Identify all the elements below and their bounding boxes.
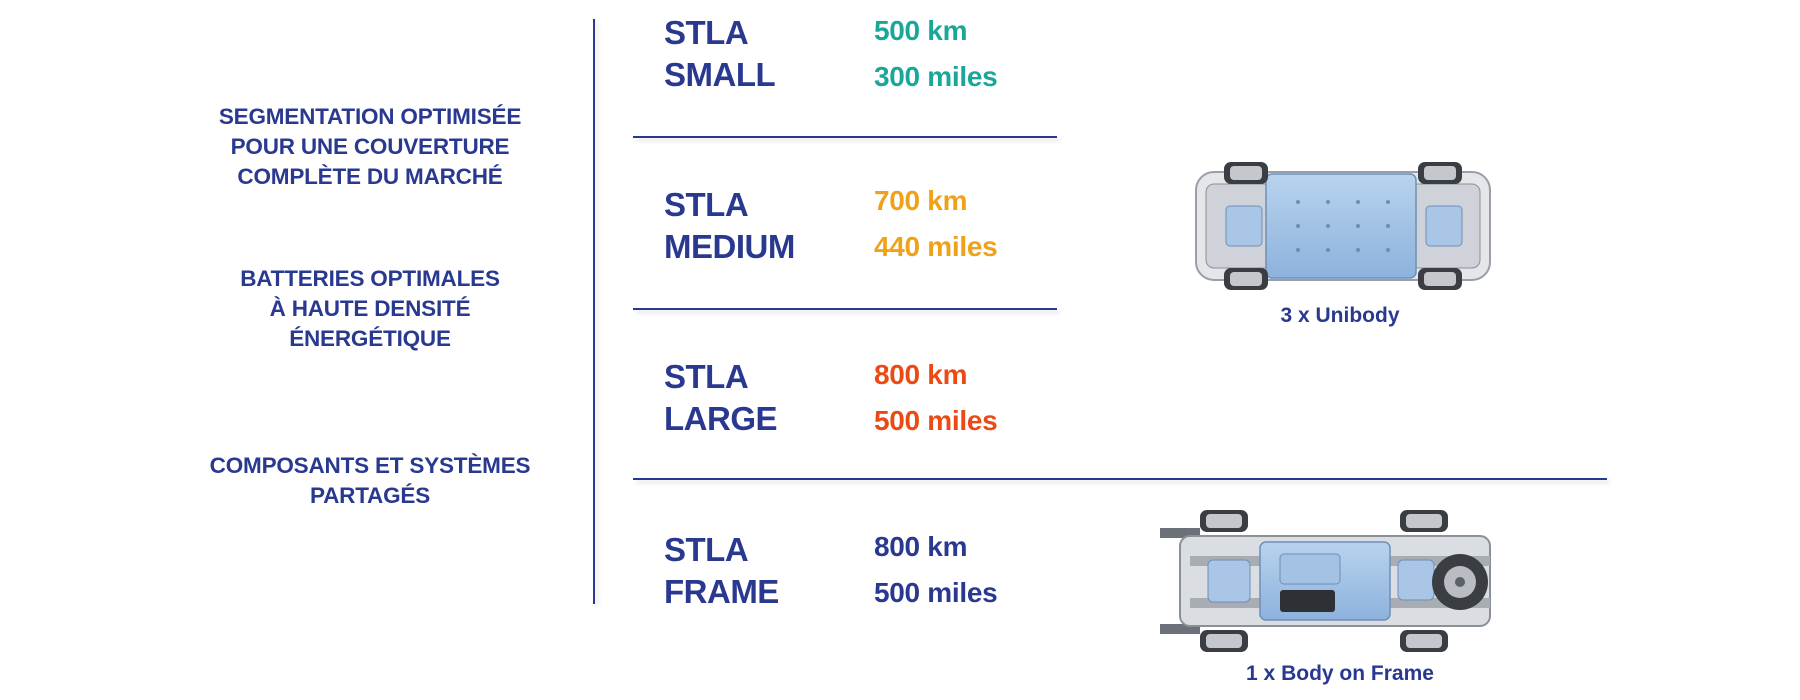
platform-large-name: STLA LARGE xyxy=(664,356,778,440)
range-km: 500 km xyxy=(874,15,968,46)
platform-size: SMALL xyxy=(664,56,776,93)
feature-shared-components: COMPOSANTS ET SYSTÈMES PARTAGÉS xyxy=(209,453,531,508)
platform-size: LARGE xyxy=(664,400,778,437)
range-km: 700 km xyxy=(874,185,968,216)
platform-prefix: STLA xyxy=(664,531,749,568)
body-on-frame-caption: 1 x Body on Frame xyxy=(1246,662,1434,685)
platform-size: FRAME xyxy=(664,573,779,610)
divider-small-medium xyxy=(633,136,1057,138)
range-large: 800 km 500 miles xyxy=(874,352,998,444)
unibody-caption: 3 x Unibody xyxy=(1280,304,1400,327)
platform-prefix: STLA xyxy=(664,14,749,51)
platform-prefix: STLA xyxy=(664,358,749,395)
range-miles: 500 miles xyxy=(874,577,998,608)
feature-batteries: BATTERIES OPTIMALES À HAUTE DENSITÉ ÉNER… xyxy=(240,266,500,351)
platform-small-name: STLA SMALL xyxy=(664,12,776,96)
range-medium: 700 km 440 miles xyxy=(874,178,998,270)
range-small: 500 km 300 miles xyxy=(874,8,998,100)
range-km: 800 km xyxy=(874,531,968,562)
platform-size: MEDIUM xyxy=(664,228,795,265)
platform-medium-name: STLA MEDIUM xyxy=(664,184,795,268)
body-on-frame-chassis-icon xyxy=(1160,510,1491,652)
divider-medium-large xyxy=(633,308,1057,310)
range-frame: 800 km 500 miles xyxy=(874,524,998,616)
divider-large-frame xyxy=(633,478,1607,480)
unibody-chassis-icon xyxy=(1195,162,1491,290)
range-miles: 500 miles xyxy=(874,405,998,436)
platform-prefix: STLA xyxy=(664,186,749,223)
vertical-divider xyxy=(593,19,595,604)
feature-segmentation: SEGMENTATION OPTIMISÉE POUR UNE COUVERTU… xyxy=(218,104,522,189)
range-miles: 300 miles xyxy=(874,61,998,92)
range-miles: 440 miles xyxy=(874,231,998,262)
range-km: 800 km xyxy=(874,359,968,390)
platform-frame-name: STLA FRAME xyxy=(664,529,779,613)
